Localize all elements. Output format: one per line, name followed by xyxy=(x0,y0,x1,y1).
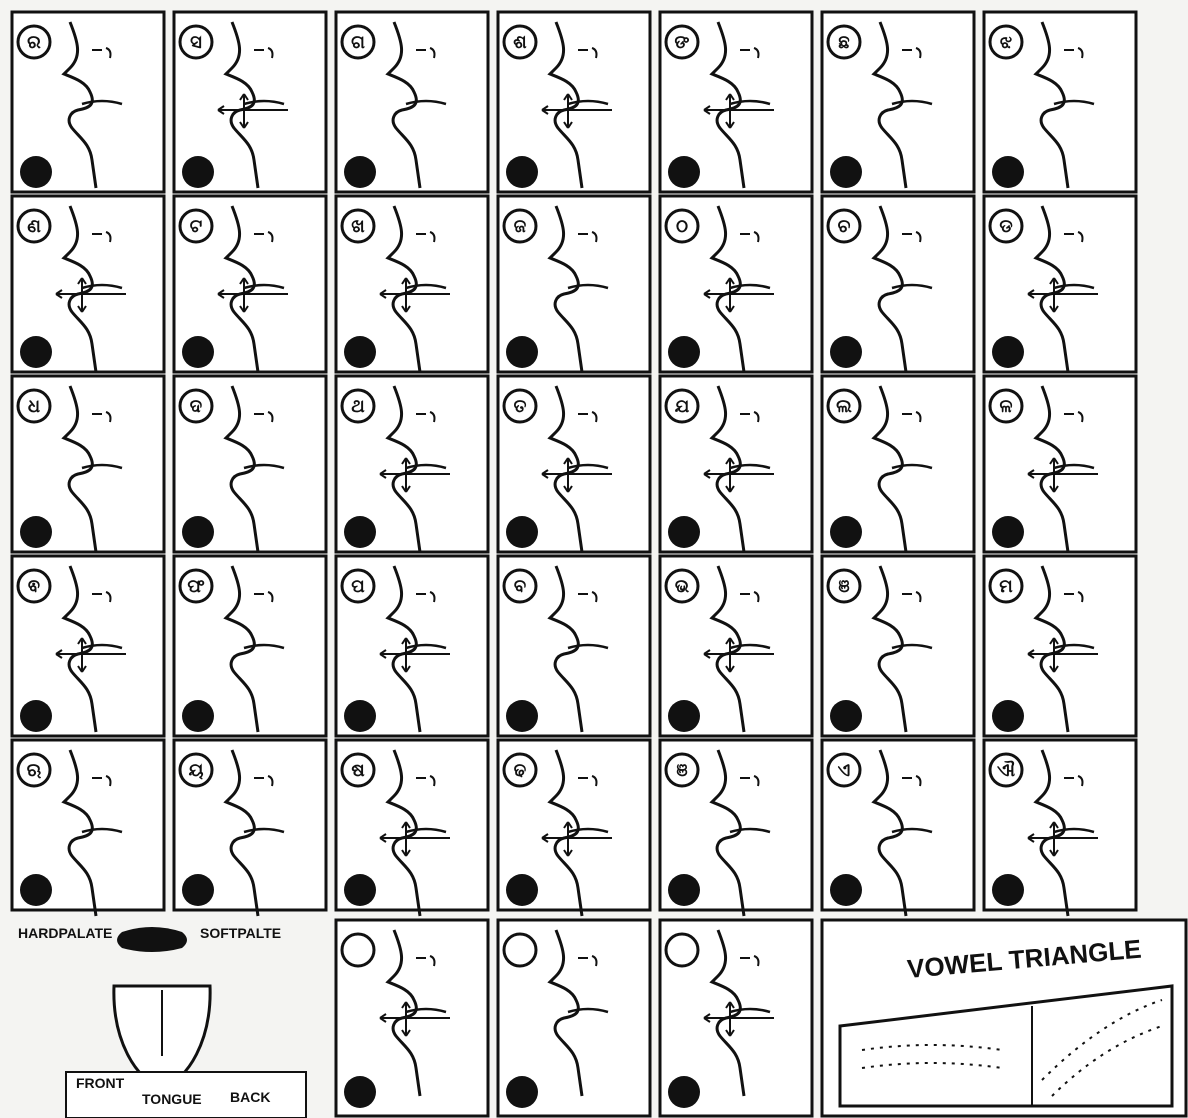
tongue-label: TONGUE xyxy=(142,1091,202,1107)
cell-glyph: ଥ xyxy=(351,396,365,416)
cell: ଡ xyxy=(984,196,1136,372)
cell-glyph: ଛ xyxy=(838,32,850,52)
cell-glyph: ଲ xyxy=(836,396,852,416)
cell: ଐ xyxy=(984,740,1136,916)
cell: ମ xyxy=(984,556,1136,736)
cell: ଟ xyxy=(174,196,326,372)
cell-glyph: ଝ xyxy=(1000,32,1012,52)
cell-glyph: ପ xyxy=(351,576,365,596)
cell: ଶ xyxy=(498,12,650,192)
cell-glyph: ଐ xyxy=(997,760,1015,780)
cell: ଣ xyxy=(12,196,164,372)
cell-glyph: ଳ xyxy=(1000,396,1013,416)
cell: ଞ xyxy=(822,556,974,736)
cell-glyph: ଫ xyxy=(187,576,204,596)
cell-glyph: ର xyxy=(27,32,41,52)
cell xyxy=(660,920,812,1116)
cell-glyph: ମ xyxy=(999,576,1013,596)
vowel-triangle: VOWEL TRIANGLE xyxy=(822,920,1186,1116)
cell: ଵ xyxy=(12,556,164,736)
cell-glyph: ଙ xyxy=(675,32,690,52)
cell-glyph: ଦ xyxy=(190,396,202,416)
cell-glyph: ଡ xyxy=(999,216,1012,236)
cell-glyph: ଧ xyxy=(28,396,40,416)
cell: ଝ xyxy=(984,12,1136,192)
cell: ଭ xyxy=(660,556,812,736)
cell xyxy=(336,920,488,1116)
cell-glyph: ୟ xyxy=(189,760,204,780)
cell: ବ xyxy=(498,556,650,736)
cell-glyph: ଣ xyxy=(27,216,41,236)
cell: ତ xyxy=(498,376,650,552)
cell: ଞ xyxy=(660,740,812,916)
cell: ଖ xyxy=(336,196,488,372)
cell-glyph: ଵ xyxy=(28,576,40,596)
cell-glyph: ଠ xyxy=(676,216,688,236)
cell-glyph: ବ xyxy=(514,576,526,596)
cell-glyph: ଋ xyxy=(27,760,42,780)
cell: ଳ xyxy=(984,376,1136,552)
cell: ଲ xyxy=(822,376,974,552)
cell-glyph: ଯ xyxy=(675,396,690,416)
cell-glyph: ତ xyxy=(514,396,527,416)
cell: ଜ xyxy=(498,196,650,372)
cell-glyph: ସ xyxy=(190,32,202,52)
cell: ଢ xyxy=(498,740,650,916)
cell-glyph: ଞ xyxy=(838,576,849,596)
cell-grid: ର ସ ଗ ଶ ଙ ଛ ଝ ଣ ଟ ଖ ଜ ଠ ଚ ଡ ଧ ଦ ଥ ତ ଯ ଲ … xyxy=(12,12,1186,1118)
cell xyxy=(498,920,650,1116)
cell: ସ xyxy=(174,12,326,192)
cell: ପ xyxy=(336,556,488,736)
cell: ୟ xyxy=(174,740,326,916)
cell: ଠ xyxy=(660,196,812,372)
cell-glyph: ଚ xyxy=(838,216,851,236)
cell-glyph: ଟ xyxy=(190,216,202,236)
cell: ଏ xyxy=(822,740,974,916)
cell: ଗ xyxy=(336,12,488,192)
cell-glyph: ଭ xyxy=(675,576,689,596)
cell-glyph: ଞ xyxy=(676,760,687,780)
cell: ଙ xyxy=(660,12,812,192)
cell-glyph: ଖ xyxy=(351,216,365,236)
cell: ଷ xyxy=(336,740,488,916)
front-label: FRONT xyxy=(76,1075,125,1091)
cell: ଯ xyxy=(660,376,812,552)
cell: ର xyxy=(12,12,164,192)
cell: ଫ xyxy=(174,556,326,736)
cell: ଋ xyxy=(12,740,164,916)
cell-glyph: ଢ xyxy=(514,760,527,780)
cell-glyph: ଗ xyxy=(351,32,365,52)
cell: ଚ xyxy=(822,196,974,372)
back-label: BACK xyxy=(230,1089,270,1105)
hard-palate-label: HARDPALATE xyxy=(18,925,112,941)
soft-palate-label: SOFTPALTE xyxy=(200,925,281,941)
cell-glyph: ଏ xyxy=(838,760,851,780)
cell-glyph: ଶ xyxy=(513,32,527,52)
tongue-diagram: HARDPALATE SOFTPALTE FRONT TONGUE BACK xyxy=(18,925,306,1118)
cell-glyph: ଷ xyxy=(351,760,364,780)
cell-glyph: ଜ xyxy=(514,216,527,236)
cell: ଦ xyxy=(174,376,326,552)
cell: ଥ xyxy=(336,376,488,552)
cell: ଛ xyxy=(822,12,974,192)
cell: ଧ xyxy=(12,376,164,552)
